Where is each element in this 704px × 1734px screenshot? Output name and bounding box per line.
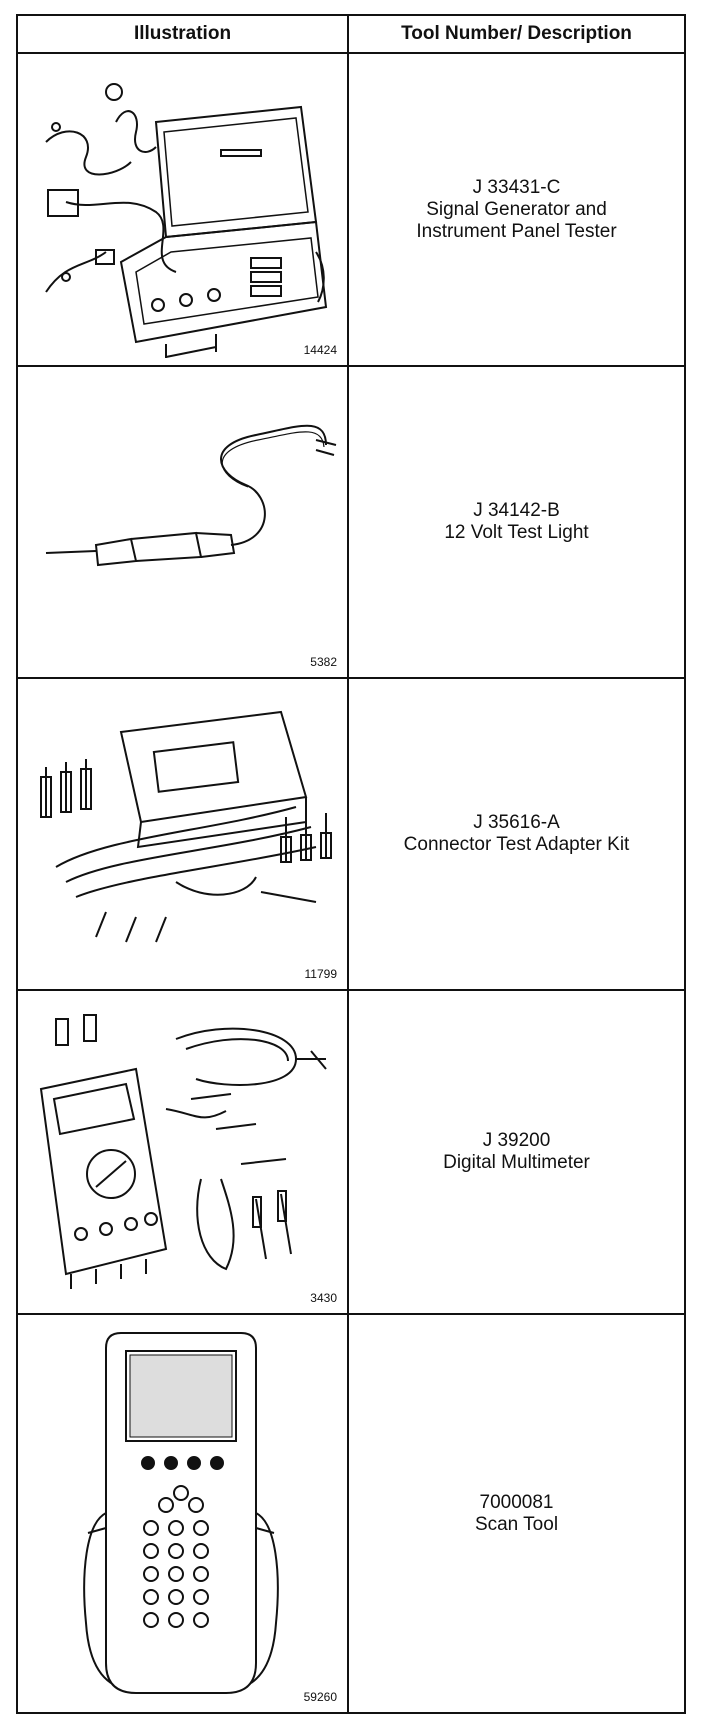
illustration-cell: 3430 (18, 991, 347, 1313)
tool-description-line: 12 Volt Test Light (444, 522, 589, 543)
illustration-cell: 5382 (18, 367, 347, 677)
column-divider (347, 16, 349, 1712)
tool-description-line: Instrument Panel Tester (416, 220, 617, 242)
digital-multimeter-illustration (39, 1014, 327, 1289)
figure-number: 14424 (303, 343, 337, 357)
table-header: Illustration Tool Number/ Description (18, 16, 684, 54)
tool-description-cell: J 34142-B 12 Volt Test Light (349, 367, 684, 677)
figure-number: 5382 (310, 655, 337, 669)
figure-number: 11799 (304, 967, 337, 981)
tool-table: Illustration Tool Number/ Description (16, 14, 686, 1714)
tool-description-cell: J 33431-C Signal Generator and Instrumen… (349, 54, 684, 365)
tool-description-line: Digital Multimeter (443, 1152, 590, 1173)
tool-description-cell: J 35616-A Connector Test Adapter Kit (349, 679, 684, 989)
header-tool-description: Tool Number/ Description (401, 23, 632, 44)
tool-number: J 33431-C (472, 176, 561, 198)
table-row: 59260 7000081 Scan Tool (18, 1315, 684, 1712)
figure-number: 59260 (303, 1690, 337, 1704)
illustration-cell: 59260 (18, 1315, 347, 1712)
tool-description-line: Scan Tool (474, 1513, 559, 1535)
table-row: 5382 J 34142-B 12 Volt Test Light (18, 367, 684, 679)
tool-number: 7000081 (479, 1491, 554, 1513)
tool-number: J 35616-A (473, 812, 560, 833)
illustration-cell: 14424 (18, 54, 347, 365)
connector-adapter-kit-illustration (40, 710, 332, 943)
signal-generator-illustration (45, 83, 328, 358)
tool-description-cell: J 39200 Digital Multimeter (349, 991, 684, 1313)
figure-number: 3430 (310, 1291, 337, 1305)
table-row: 11799 J 35616-A Connector Test Adapter K… (18, 679, 684, 991)
illustration-cell: 11799 (18, 679, 347, 989)
tool-number: J 34142-B (473, 500, 560, 521)
tool-description-cell: 7000081 Scan Tool (349, 1315, 684, 1712)
tool-number: J 39200 (482, 1130, 551, 1151)
header-illustration: Illustration (133, 23, 232, 44)
scan-tool-illustration (83, 1332, 279, 1694)
table-row: 3430 J 39200 Digital Multimeter (18, 991, 684, 1315)
table-row: 14424 J 33431-C Signal Generator and Ins… (18, 54, 684, 367)
test-light-illustration (45, 424, 337, 567)
tool-description-line: Signal Generator and (426, 198, 607, 220)
tool-description-line: Connector Test Adapter Kit (403, 834, 630, 855)
